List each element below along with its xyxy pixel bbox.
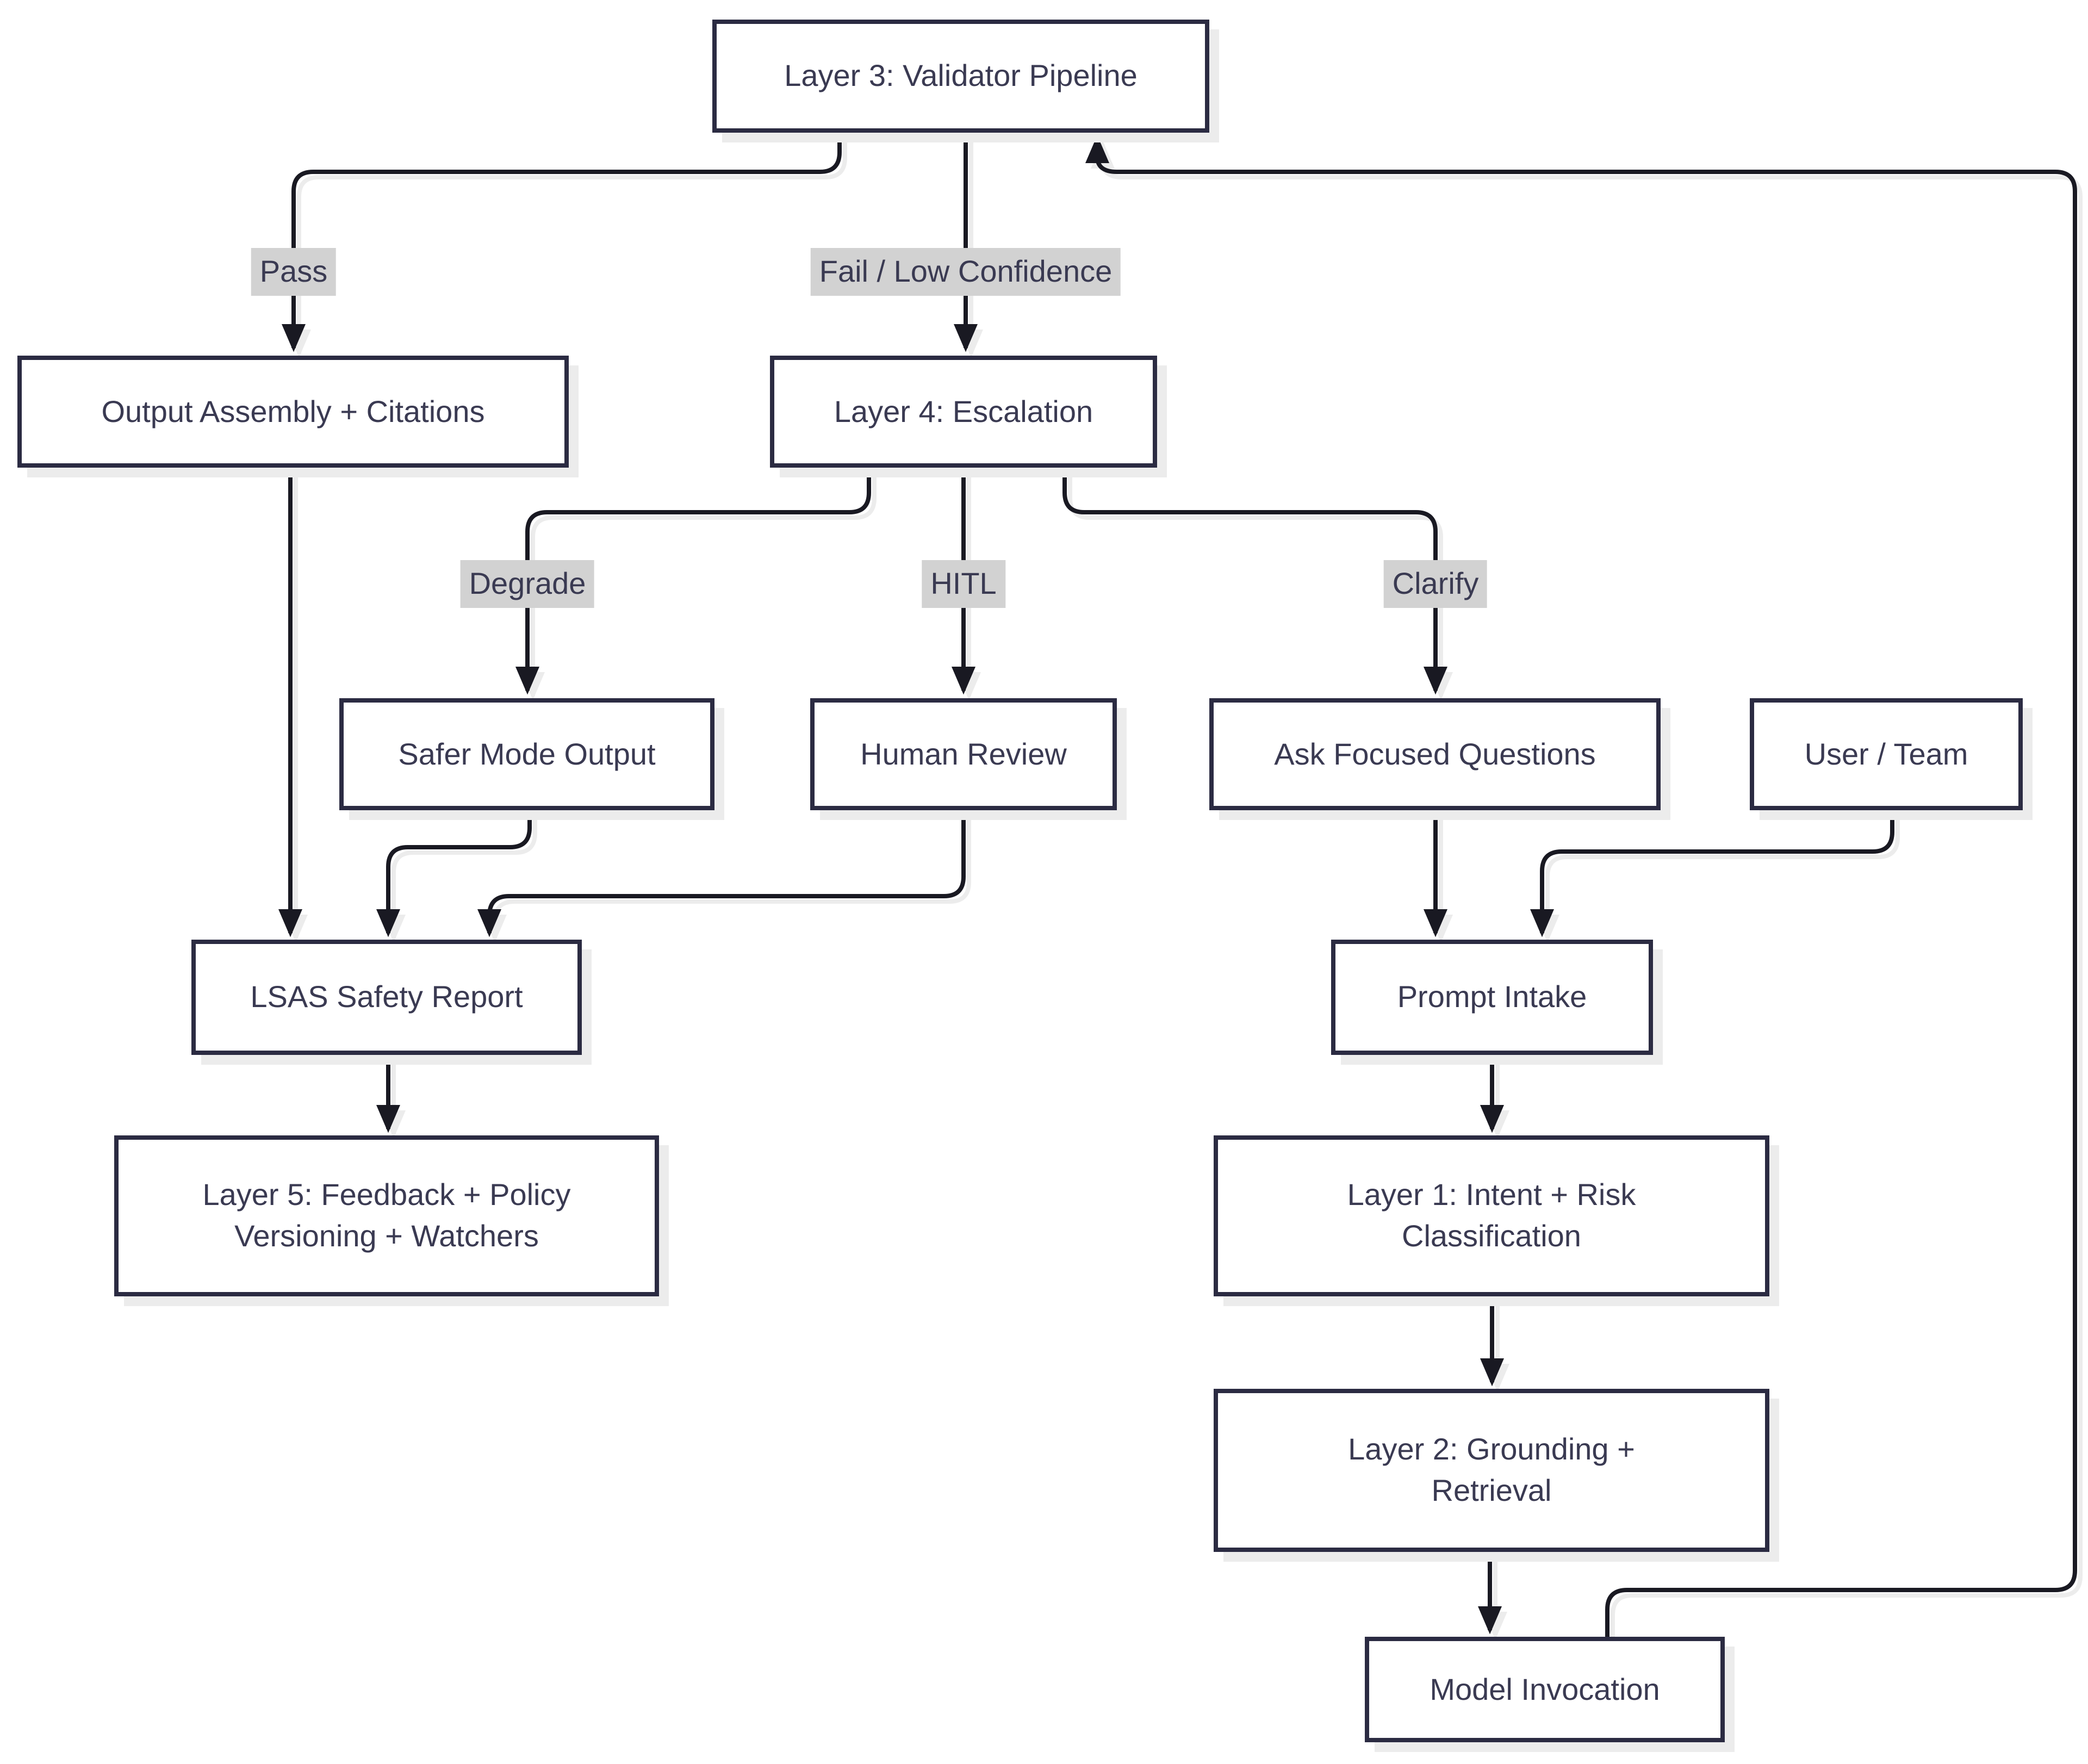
edge-label-pass: Pass bbox=[251, 248, 337, 296]
node-layer5: Layer 5: Feedback + Policy Versioning + … bbox=[114, 1135, 659, 1296]
edge-human-review-lsas bbox=[477, 810, 966, 937]
edge-label-fail: Fail / Low Confidence bbox=[810, 248, 1121, 296]
node-output-assembly: Output Assembly + Citations bbox=[17, 356, 569, 468]
edge-label-clarify: Clarify bbox=[1383, 560, 1488, 608]
edge-layer4-safer-mode bbox=[515, 468, 871, 695]
edge-user-team-prompt-intake bbox=[1530, 810, 1894, 937]
node-layer4: Layer 4: Escalation bbox=[770, 356, 1157, 468]
node-prompt-intake: Prompt Intake bbox=[1331, 940, 1653, 1055]
node-lsas-report: LSAS Safety Report bbox=[191, 940, 582, 1055]
node-human-review: Human Review bbox=[810, 698, 1117, 810]
node-safer-mode: Safer Mode Output bbox=[339, 698, 714, 810]
node-user-team: User / Team bbox=[1750, 698, 2023, 810]
node-ask-focused: Ask Focused Questions bbox=[1209, 698, 1661, 810]
edge-label-degrade: Degrade bbox=[460, 560, 595, 608]
edge-layer4-ask-focused bbox=[1062, 468, 1447, 695]
edge-model-invocation-layer3 bbox=[1085, 135, 2077, 1637]
node-layer2: Layer 2: Grounding + Retrieval bbox=[1214, 1389, 1769, 1552]
node-model-invocation: Model Invocation bbox=[1365, 1637, 1725, 1742]
node-layer1: Layer 1: Intent + Risk Classification bbox=[1214, 1135, 1769, 1296]
edge-safer-mode-lsas bbox=[376, 810, 532, 937]
edge-label-hitl: HITL bbox=[922, 560, 1005, 608]
node-layer3: Layer 3: Validator Pipeline bbox=[712, 20, 1209, 133]
edge-layer3-output-assembly bbox=[282, 133, 842, 352]
